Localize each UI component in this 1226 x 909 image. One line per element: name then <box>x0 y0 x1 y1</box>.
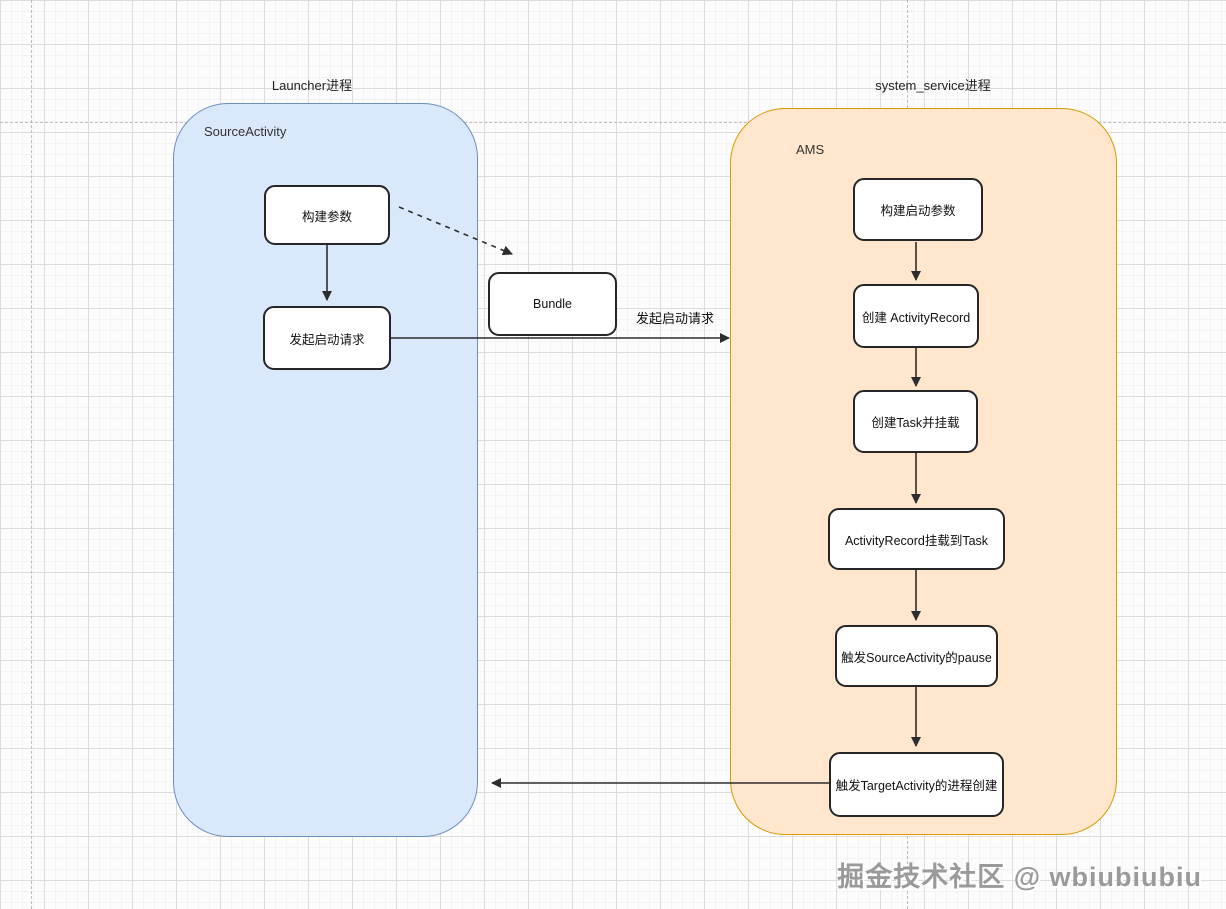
node-activityrecord-mount-to-task: ActivityRecord挂载到Task <box>828 508 1005 570</box>
vertical-guide-line-left <box>31 0 32 909</box>
node-trigger-targetactivity-process-create: 触发TargetActivity的进程创建 <box>829 752 1004 817</box>
source-activity-label: SourceActivity <box>204 124 287 139</box>
lane-title-system-service-process: system_service进程 <box>875 78 991 93</box>
node-bundle: Bundle <box>488 272 617 336</box>
node-build-start-params: 构建启动参数 <box>853 178 983 241</box>
node-trigger-sourceactivity-pause: 触发SourceActivity的pause <box>835 625 998 687</box>
ams-label: AMS <box>796 142 825 157</box>
node-create-task-and-mount: 创建Task并挂载 <box>853 390 978 453</box>
node-create-activityrecord: 创建 ActivityRecord <box>853 284 979 348</box>
edge-label-send-start-request: 发起启动请求 <box>636 311 715 326</box>
lane-title-launcher-process: Launcher进程 <box>271 78 353 93</box>
horizontal-guide-line <box>0 122 1226 123</box>
node-send-start-request: 发起启动请求 <box>263 306 391 370</box>
node-build-params: 构建参数 <box>264 185 390 245</box>
juejin-watermark: 掘金技术社区 @ wbiubiubiu <box>837 862 1202 892</box>
